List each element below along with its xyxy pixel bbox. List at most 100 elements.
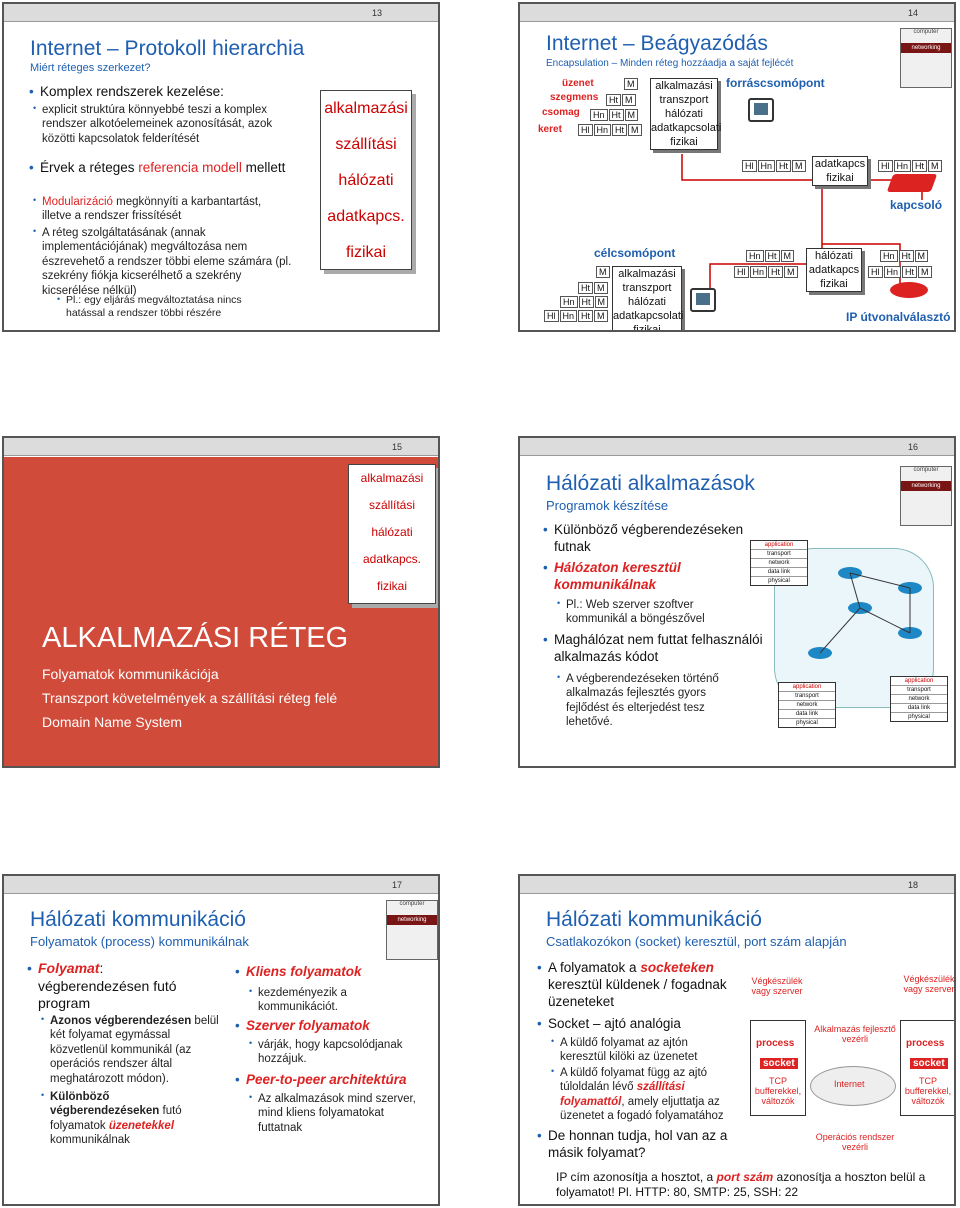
slide-number: 17 bbox=[4, 876, 438, 894]
switch-icon bbox=[886, 174, 938, 192]
slide-number: 14 bbox=[520, 4, 954, 22]
sub-bullet: •A réteg szolgáltatásának (annak impleme… bbox=[33, 226, 292, 297]
label-source: forráscsomópont bbox=[726, 76, 825, 90]
sub-bullet: •Azonos végberendezésen belül két folyam… bbox=[41, 1014, 219, 1085]
label-segment: szegmens bbox=[550, 92, 599, 103]
section-line: Domain Name System bbox=[42, 714, 183, 730]
slide-subtitle: Miért réteges szerkezet? bbox=[30, 62, 151, 74]
slide-subtitle: Programok készítése bbox=[546, 498, 669, 513]
bullet: •Komplex rendszerek kezelése: bbox=[29, 84, 224, 99]
socket-label: socket bbox=[910, 1058, 948, 1069]
computer-icon bbox=[748, 98, 774, 122]
tcp-label: TCP bufferekkel, változók bbox=[754, 1076, 802, 1106]
bullet: •Folyamat: végberendezésen futó program bbox=[27, 960, 177, 1011]
slide-subtitle: Folyamatok (process) kommunikálnak bbox=[30, 934, 249, 949]
slide-title: Hálózati kommunikáció bbox=[30, 908, 246, 931]
sub-bullet: •Különböző végberendezéseken futó folyam… bbox=[41, 1090, 182, 1147]
sub-sub-bullet: •Pl.: egy eljárás megváltoztatása nincs … bbox=[57, 294, 242, 320]
section-title: ALKALMAZÁSI RÉTEG bbox=[42, 622, 349, 654]
section-line: Folyamatok kommunikációja bbox=[42, 666, 219, 682]
section-line: Transzport követelmények a szállítási ré… bbox=[42, 690, 338, 706]
label-host: Végkészülék vagy szerver bbox=[903, 974, 955, 994]
process-label: process bbox=[756, 1038, 795, 1049]
label-switch: kapcsoló bbox=[890, 198, 943, 212]
label-message: üzenet bbox=[562, 78, 594, 89]
slide-title: Hálózati kommunikáció bbox=[546, 908, 762, 931]
internet-label: Internet bbox=[834, 1079, 865, 1089]
sub-bullet: •kezdeményezik a kommunikációt. bbox=[249, 986, 347, 1014]
slide-13: 13 Internet – Protokoll hierarchia Miért… bbox=[2, 2, 440, 332]
slide-title: Internet – Beágyazódás bbox=[546, 32, 768, 55]
header-row: M bbox=[596, 266, 611, 278]
bullet: •Szerver folyamatok bbox=[235, 1018, 370, 1033]
slide-14: 14 Internet – Beágyazódás Encapsulation … bbox=[518, 2, 956, 332]
internet-cloud bbox=[810, 1066, 896, 1106]
network-links bbox=[808, 567, 922, 659]
tcp-label: TCP bufferekkel, változók bbox=[904, 1076, 952, 1106]
label-frame: keret bbox=[538, 124, 562, 135]
process-label: process bbox=[906, 1038, 945, 1049]
slide-number: 15 bbox=[4, 438, 438, 456]
slide-18: 18 Hálózati kommunikáció Csatlakozókon (… bbox=[518, 874, 956, 1206]
slide-number: 16 bbox=[520, 438, 954, 456]
slide-17: 17 Hálózati kommunikáció Folyamatok (pro… bbox=[2, 874, 440, 1206]
socket-label: socket bbox=[760, 1058, 798, 1069]
bullet: •Socket – ajtó analógia bbox=[537, 1016, 681, 1031]
sub-bullet: •Az alkalmazások mind szerver, mind klie… bbox=[249, 1092, 416, 1134]
slide-16: 16 Hálózati alkalmazások Programok készí… bbox=[518, 436, 956, 768]
sub-bullet: •A végberendezéseken történő alkalmazás … bbox=[557, 672, 719, 729]
label-packet: csomag bbox=[542, 107, 580, 118]
footer-note: IP cím azonosítja a hosztot, a port szám… bbox=[556, 1170, 926, 1199]
sub-bullet: •explicit struktúra könnyebbé teszi a ko… bbox=[33, 103, 273, 145]
sub-bullet: •Pl.: Web szerver szoftver kommunikál a … bbox=[557, 598, 705, 626]
label-host: Végkészülék vagy szerver bbox=[751, 976, 803, 996]
sub-bullet: •A küldő folyamat függ az ajtó túloldalá… bbox=[551, 1066, 724, 1123]
bullet: •Hálózaton keresztül kommunikálnak bbox=[543, 560, 681, 592]
slide-subtitle: Encapsulation – Minden réteg hozzáadja a… bbox=[546, 58, 794, 69]
app-dev-label: Alkalmazás fejlesztő vezérli bbox=[814, 1024, 896, 1044]
sub-bullet: •A küldő folyamat az ajtón keresztül kil… bbox=[551, 1036, 698, 1064]
os-label: Operációs rendszer vezérli bbox=[815, 1132, 895, 1152]
bullet: •Maghálózat nem futtat felhasználói alka… bbox=[543, 632, 763, 664]
label-destination: célcsomópont bbox=[594, 246, 676, 260]
bullet: •A folyamatok a socketeken keresztül kül… bbox=[537, 960, 727, 1009]
sub-bullet: •várják, hogy kapcsolódjanak hozzájuk. bbox=[249, 1038, 403, 1066]
slide-number: 18 bbox=[520, 876, 954, 894]
router-icon bbox=[890, 282, 928, 298]
bullet: •Különböző végberendezéseken futnak bbox=[543, 522, 744, 554]
slide-number: 13 bbox=[4, 4, 438, 22]
label-router: IP útvonalválasztó bbox=[846, 310, 951, 324]
sub-bullet: •Modularizáció megkönnyíti a karbantartá… bbox=[33, 195, 262, 223]
slide-title: Internet – Protokoll hierarchia bbox=[30, 37, 305, 60]
slide-subtitle: Csatlakozókon (socket) keresztül, port s… bbox=[546, 934, 847, 949]
slide-title: Hálózati alkalmazások bbox=[546, 472, 755, 495]
bullet: •Peer-to-peer architektúra bbox=[235, 1072, 407, 1087]
bullet: •De honnan tudja, hol van az a másik fol… bbox=[537, 1128, 728, 1160]
bullet: •Kliens folyamatok bbox=[235, 964, 362, 979]
computer-icon bbox=[690, 288, 716, 312]
